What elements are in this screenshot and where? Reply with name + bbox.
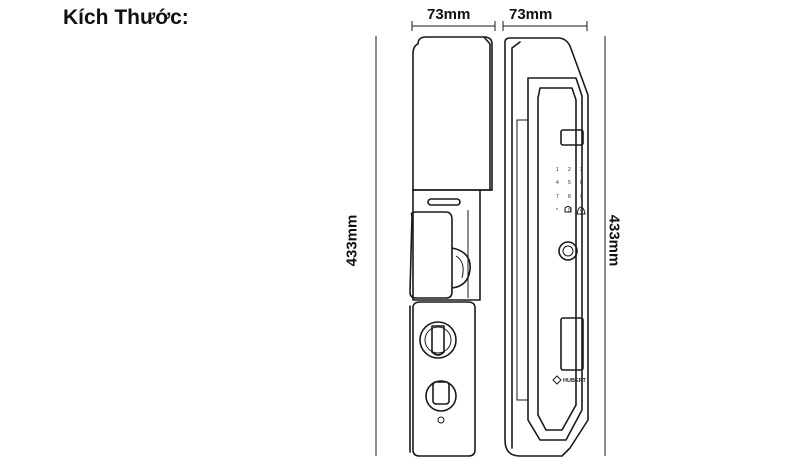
key-6: 6 bbox=[580, 180, 583, 186]
key-5: 5 bbox=[568, 180, 571, 186]
key-1: 1 bbox=[556, 167, 559, 173]
page-title: Kích Thước: bbox=[63, 6, 189, 29]
height-dimension-lines bbox=[375, 36, 606, 456]
width-dimension-side: 73mm bbox=[509, 6, 553, 23]
key-star: * bbox=[556, 208, 558, 214]
key-8: 8 bbox=[568, 194, 571, 200]
key-hash: # bbox=[580, 208, 583, 214]
keypad: 1 2 3 4 5 6 7 8 9 * 0 # bbox=[556, 167, 583, 214]
key-4: 4 bbox=[556, 180, 559, 186]
key-0: 0 bbox=[568, 208, 571, 214]
key-3: 3 bbox=[580, 167, 583, 173]
lock-back-view bbox=[409, 36, 493, 457]
key-9: 9 bbox=[580, 194, 583, 200]
lock-front-view bbox=[504, 37, 589, 457]
key-7: 7 bbox=[556, 194, 559, 200]
width-dimension-lines bbox=[411, 21, 588, 31]
brand-name: HUBERT bbox=[563, 378, 587, 384]
key-2: 2 bbox=[568, 167, 571, 173]
width-dimension-front: 73mm bbox=[427, 6, 471, 23]
brand-logo: HUBERT bbox=[552, 375, 587, 385]
